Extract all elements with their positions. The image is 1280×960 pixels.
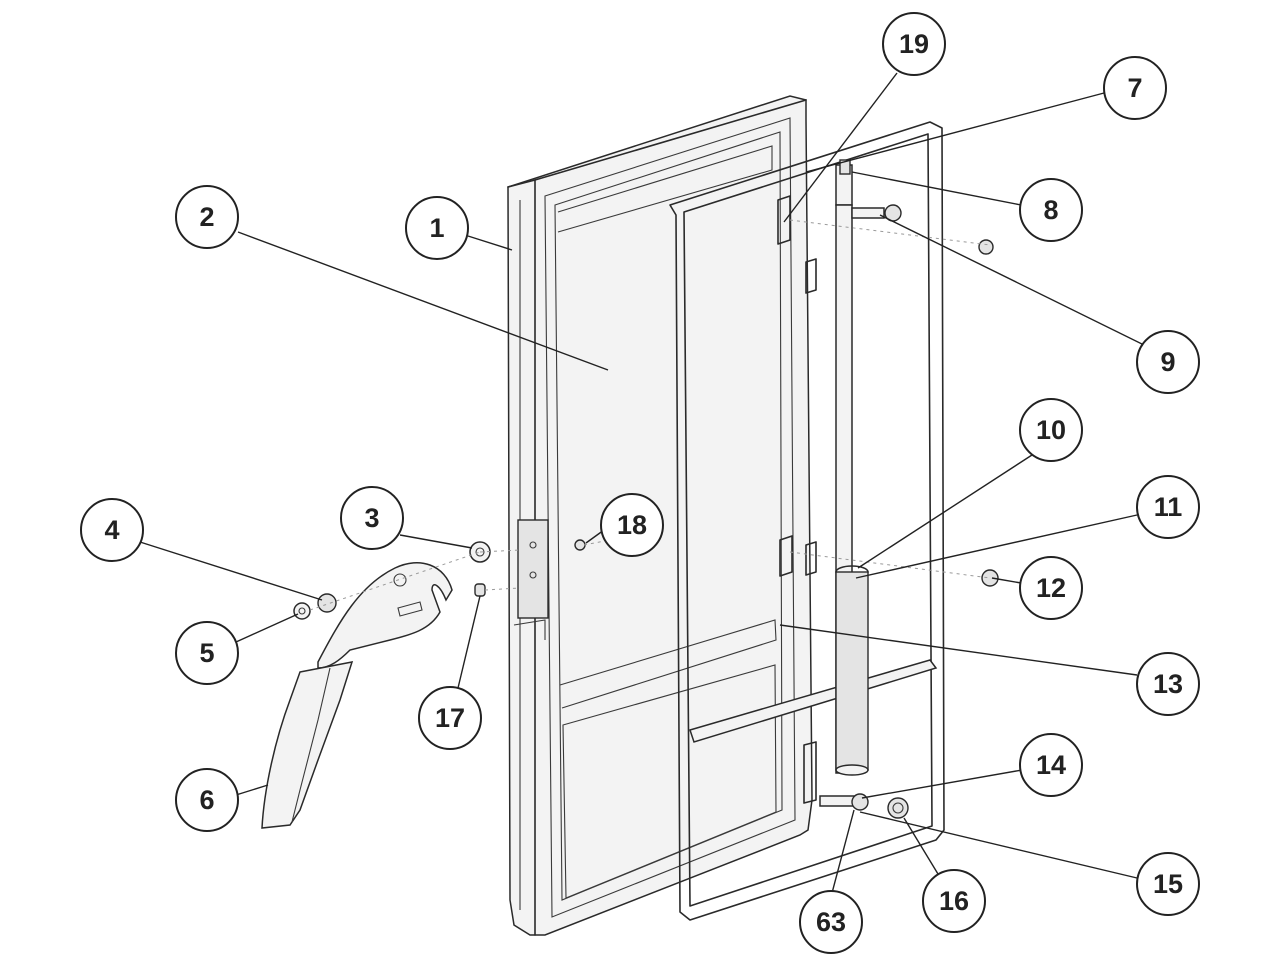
callout-1: 1 — [405, 196, 469, 260]
pin-17 — [474, 583, 486, 597]
svg-text:10: 10 — [1036, 415, 1066, 445]
leader-lines — [139, 72, 1145, 894]
pin-18 — [574, 539, 586, 551]
svg-text:6: 6 — [199, 785, 214, 815]
callout-17: 17 — [418, 686, 482, 750]
hinge-arm — [317, 562, 453, 669]
callout-4: 4 — [80, 498, 144, 562]
callout-10: 10 — [1019, 398, 1083, 462]
svg-text:15: 15 — [1153, 869, 1183, 899]
callout-8: 8 — [1019, 178, 1083, 242]
callout-9: 9 — [1136, 330, 1200, 394]
svg-text:12: 12 — [1036, 573, 1066, 603]
svg-text:9: 9 — [1160, 347, 1175, 377]
svg-text:11: 11 — [1154, 492, 1183, 522]
svg-text:17: 17 — [435, 703, 465, 733]
svg-text:8: 8 — [1043, 195, 1058, 225]
callout-3: 3 — [340, 486, 404, 550]
nut-5 — [293, 602, 311, 620]
svg-text:2: 2 — [199, 202, 214, 232]
screw-12 — [981, 569, 999, 587]
callout-14: 14 — [1019, 733, 1083, 797]
vertical-rod — [835, 159, 869, 776]
handle-cover — [261, 661, 354, 829]
svg-text:1: 1 — [429, 213, 444, 243]
callout-2: 2 — [175, 185, 239, 249]
svg-text:3: 3 — [364, 503, 379, 533]
callout-18: 18 — [600, 493, 664, 557]
svg-text:13: 13 — [1153, 669, 1183, 699]
callout-6: 6 — [175, 768, 239, 832]
callout-7: 7 — [1103, 56, 1167, 120]
svg-text:14: 14 — [1036, 750, 1066, 780]
callout-13: 13 — [1136, 652, 1200, 716]
callout-19: 19 — [882, 12, 946, 76]
svg-text:19: 19 — [899, 29, 929, 59]
callout-16: 16 — [922, 869, 986, 933]
svg-text:16: 16 — [939, 886, 969, 916]
callout-12: 12 — [1019, 556, 1083, 620]
svg-text:5: 5 — [199, 638, 214, 668]
svg-text:18: 18 — [617, 510, 647, 540]
svg-text:7: 7 — [1127, 73, 1142, 103]
callout-15: 15 — [1136, 852, 1200, 916]
callout-11: 11 — [1136, 475, 1200, 539]
nut-4 — [317, 593, 337, 613]
svg-text:4: 4 — [104, 515, 119, 545]
svg-text:63: 63 — [816, 907, 846, 937]
callout-63: 63 — [799, 890, 863, 954]
screw-right-top — [978, 239, 994, 255]
pin-9 — [851, 204, 902, 222]
callout-5: 5 — [175, 621, 239, 685]
